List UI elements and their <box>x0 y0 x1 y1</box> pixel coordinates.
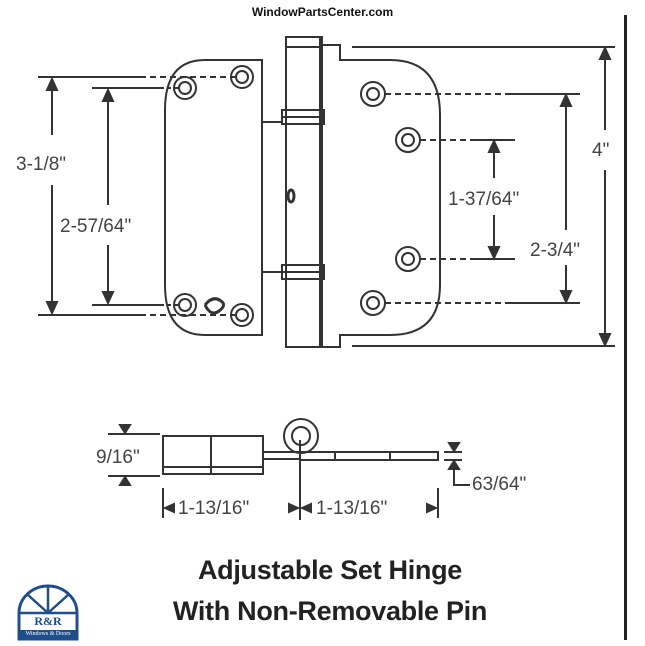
caption-line-2: With Non-Removable Pin <box>172 596 488 626</box>
dim-9-16: 9/16" <box>96 447 140 468</box>
dim-3-1-8: 3-1/8" <box>16 154 66 175</box>
left-leaf-holes <box>173 65 254 327</box>
caption-line-1: Adjustable Set Hinge <box>197 555 463 585</box>
dim-1-13-16-left: 1-13/16" <box>178 498 249 519</box>
dim-63-64: 63/64" <box>472 474 526 495</box>
hinge-barrel <box>285 36 323 348</box>
right-leaf <box>322 44 441 348</box>
dim-2-3-4: 2-3/4" <box>530 240 580 261</box>
dim-2-57-64: 2-57/64" <box>60 216 131 237</box>
side-view <box>162 418 439 475</box>
rr-logo: R&R Windows & Doors <box>16 583 80 641</box>
dim-1-37-64: 1-37/64" <box>448 189 519 210</box>
left-leaf <box>164 59 263 336</box>
site-url: WindowPartsCenter.com <box>251 5 394 19</box>
dim-1-13-16-right: 1-13/16" <box>316 498 387 519</box>
right-leaf-holes <box>360 81 421 316</box>
logo-subtitle: Windows & Doors <box>25 631 71 637</box>
rr-logo-icon <box>17 584 79 641</box>
dim-4: 4" <box>592 140 609 161</box>
logo-brand: R&R <box>34 614 62 628</box>
right-border-line <box>624 15 627 640</box>
